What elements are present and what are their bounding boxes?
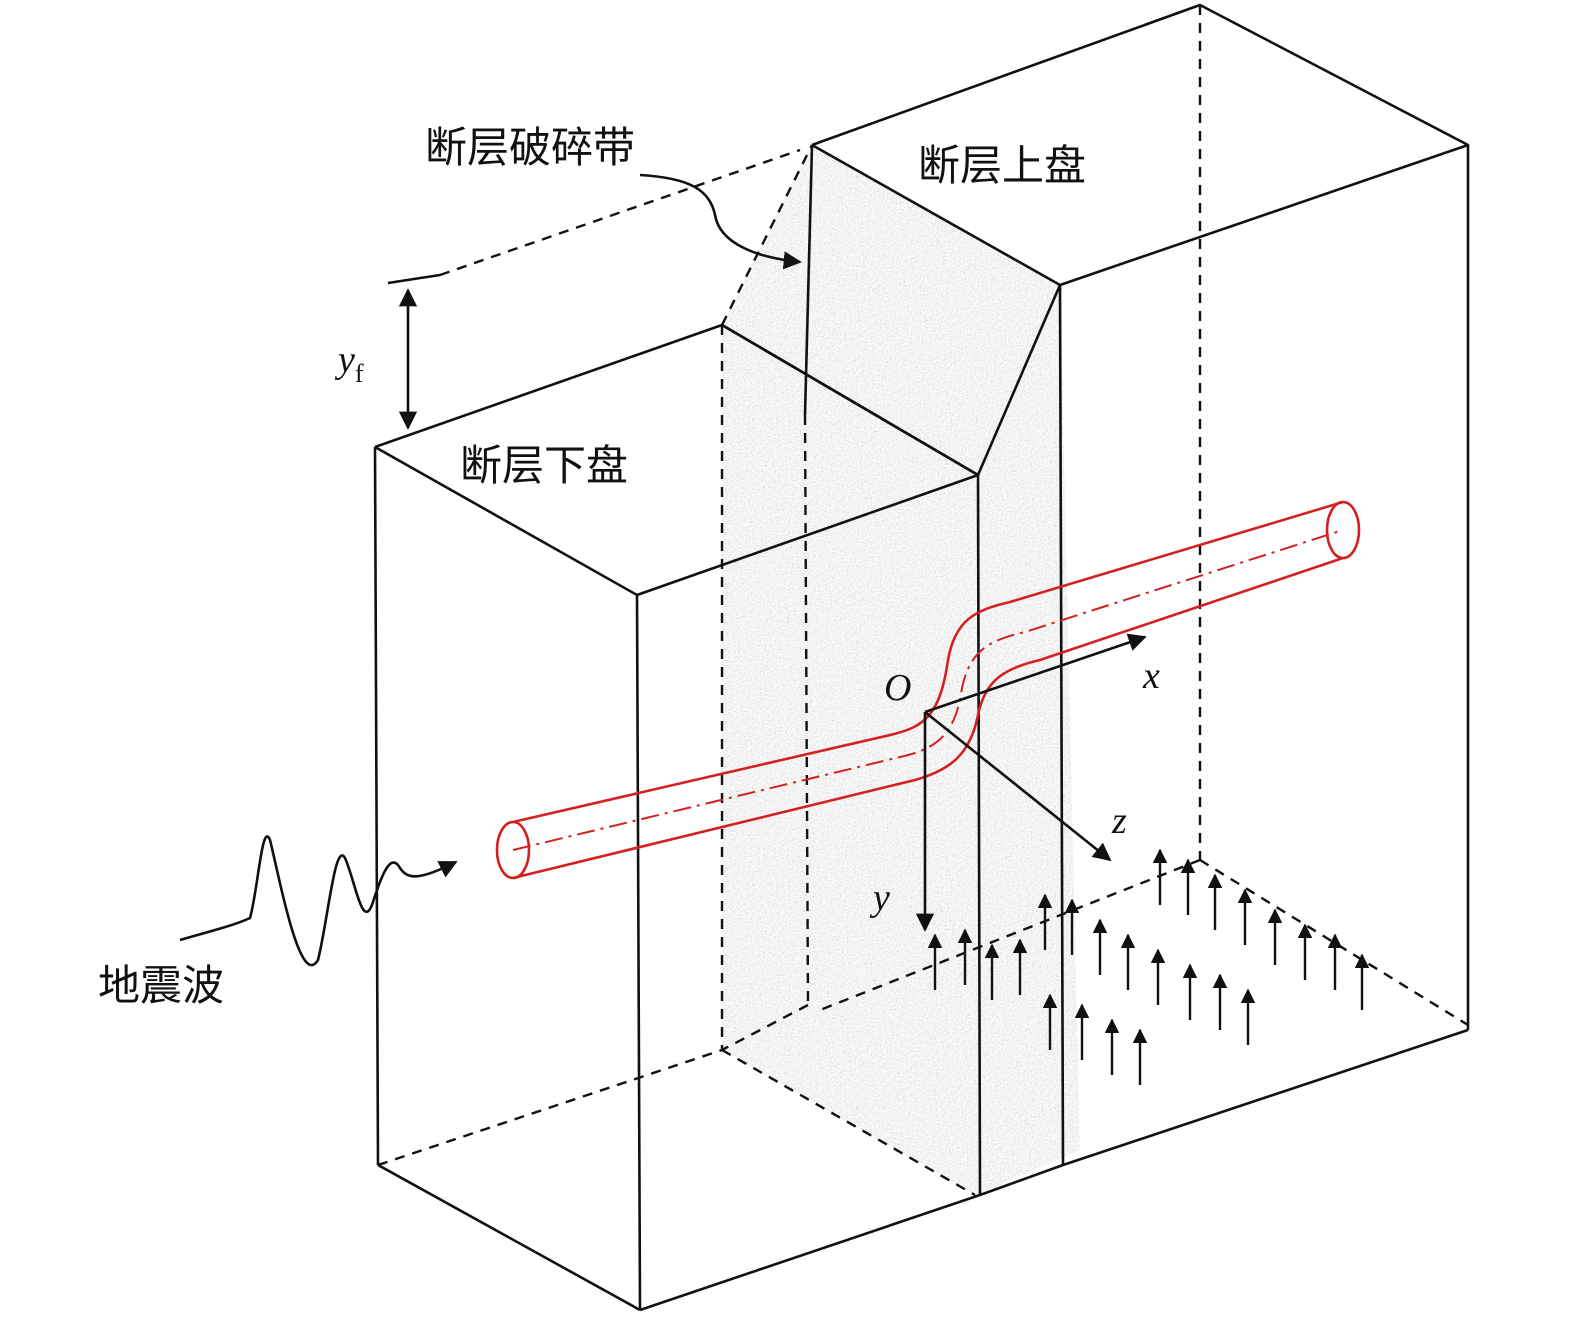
coordinate-axes: O x y z <box>869 633 1160 932</box>
offset-label: yf <box>334 339 364 388</box>
fault-zone-label: 断层破碎带 <box>425 123 635 172</box>
hanging-wall-block <box>803 3 1470 1167</box>
z-axis-label: z <box>1111 800 1127 842</box>
fault-zone-band <box>722 145 1080 1195</box>
x-axis-label: x <box>1142 655 1160 697</box>
fault-zone-leader <box>639 173 802 270</box>
footwall-label: 断层下盘 <box>460 441 628 490</box>
pipeline <box>495 500 1361 880</box>
uplift-arrows <box>927 848 1370 1085</box>
hanging-wall-label: 断层上盘 <box>918 141 1086 190</box>
origin-label: O <box>884 667 911 709</box>
fault-zone-top-edges <box>439 144 814 326</box>
offset-dimension: yf <box>334 273 441 430</box>
seismic-wave <box>179 835 458 967</box>
y-axis-label: y <box>869 877 890 919</box>
footwall-block <box>373 323 1064 1312</box>
seismic-wave-label: 地震波 <box>98 961 224 1010</box>
